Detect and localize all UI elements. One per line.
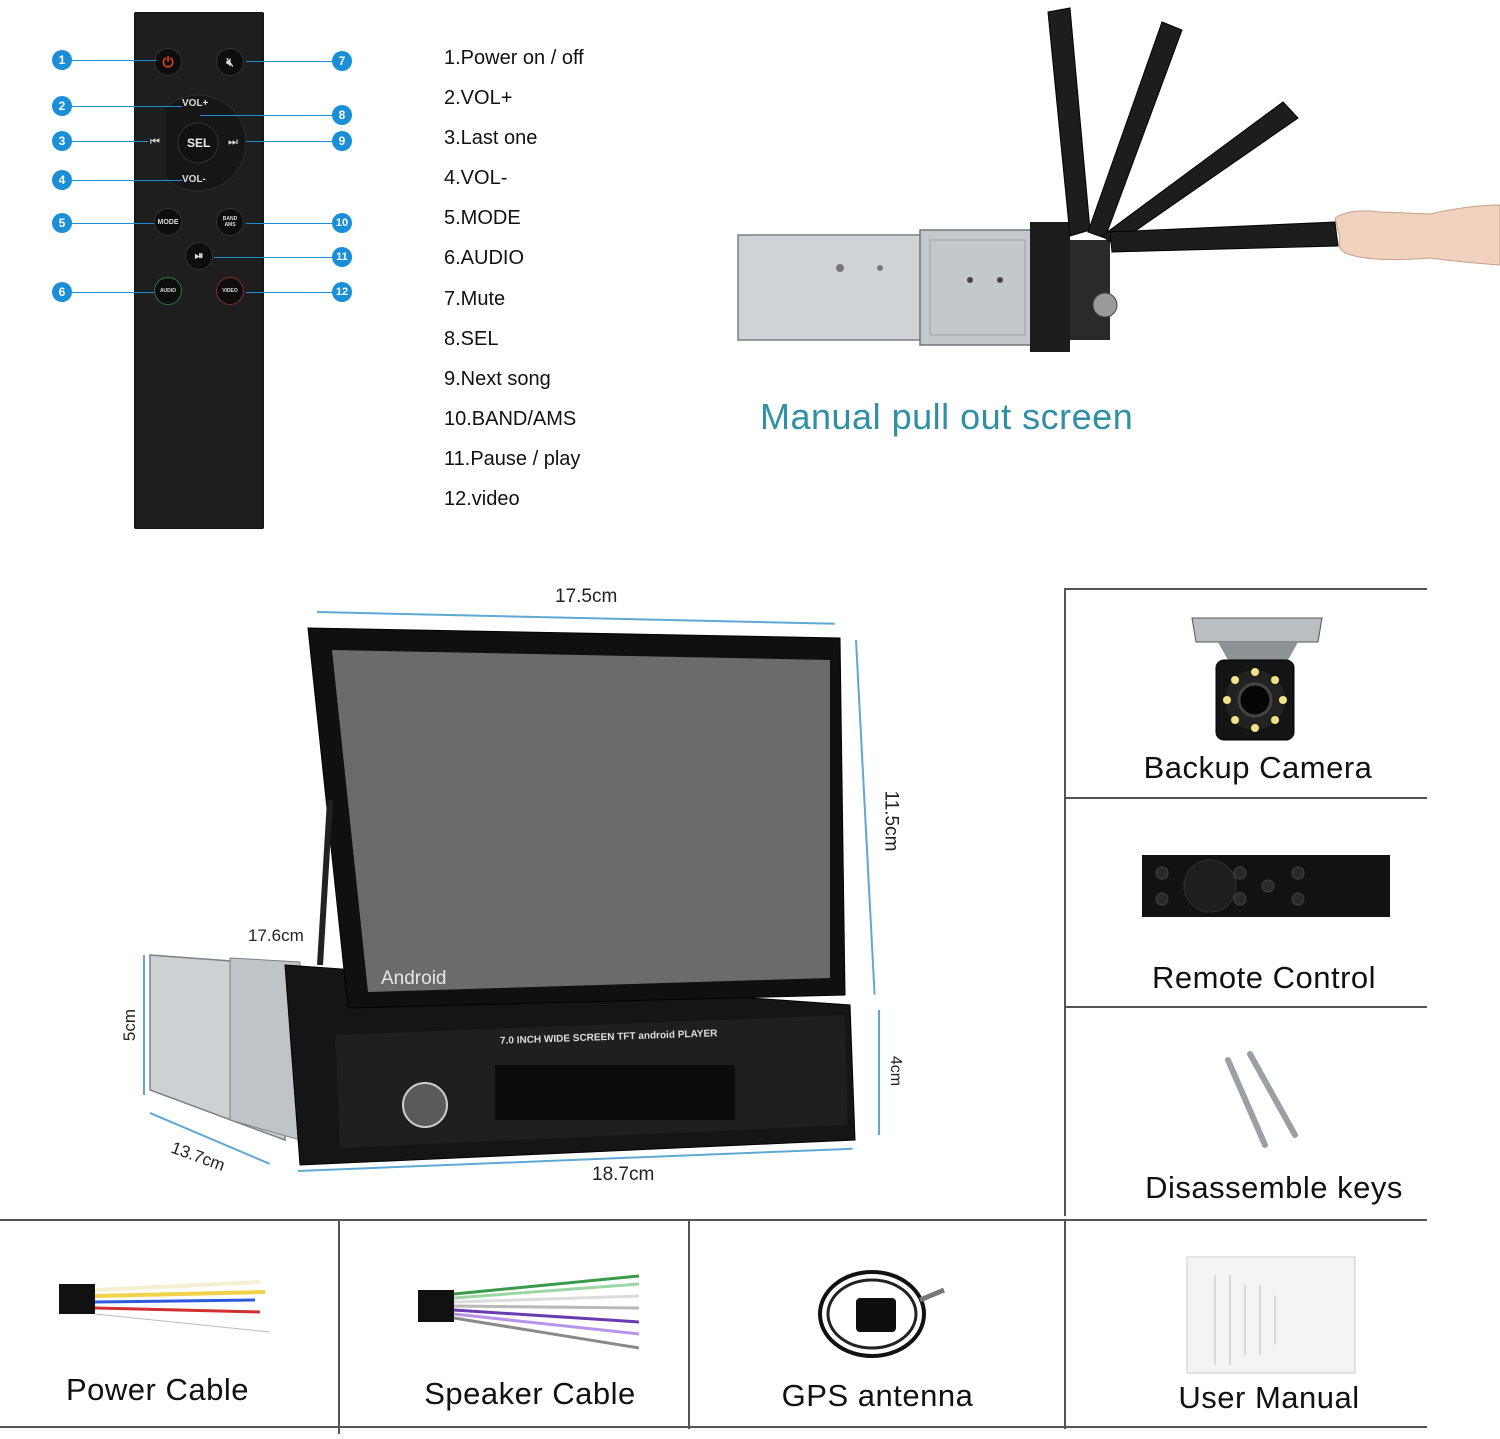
callout-line — [72, 292, 154, 293]
callout-line — [246, 61, 332, 62]
dimension-side-height: 5cm — [120, 1008, 140, 1042]
head-unit-illustration — [149, 627, 856, 1166]
dimension-top-width: 17.5cm — [555, 586, 618, 607]
dpad — [149, 93, 296, 209]
caption-remote-control: Remote Control — [1151, 960, 1377, 995]
dpad-ring — [149, 94, 247, 192]
callout-4: 4 — [52, 170, 72, 190]
legend-item: 11.Pause / play — [444, 447, 581, 470]
callout-line — [72, 60, 157, 61]
callout-9: 9 — [332, 131, 352, 151]
power-button: ⏻ — [154, 48, 182, 76]
callout-1: 1 — [52, 50, 72, 70]
remote-control-image: ⏻ 🔇︎ VOL+ SEL VOL- ⏮ ⏭ MODE BAND AMS ⏯ A… — [134, 12, 264, 529]
callout-5: 5 — [52, 213, 72, 233]
caption-backup-camera: Backup Camera — [1143, 750, 1373, 785]
video-button: VIDEO — [216, 277, 244, 305]
remote-control-accessory-image — [1142, 855, 1390, 917]
legend-item: 3.Last one — [444, 127, 538, 150]
legend-item: 6.AUDIO — [444, 247, 525, 270]
legend-item: 4.VOL- — [444, 167, 508, 190]
sel-label: SEL — [187, 136, 211, 150]
legend-item: 8.SEL — [444, 327, 499, 350]
callout-7: 7 — [332, 51, 352, 71]
dimension-screen-height: 11.5cm — [880, 790, 902, 852]
callout-6: 6 — [52, 282, 72, 302]
legend-item: 12.video — [444, 488, 520, 511]
legend-item: 1.Power on / off — [444, 47, 584, 69]
dimension-depth-top: 17.6cm — [248, 926, 304, 945]
next-icon: ⏭ — [228, 136, 238, 148]
caption-user-manual: User Manual — [1178, 1380, 1360, 1415]
callout-line — [72, 106, 182, 107]
vol-plus-label: VOL+ — [182, 98, 209, 109]
callout-line — [72, 180, 182, 181]
gps-antenna-image — [818, 1270, 945, 1358]
divider — [1064, 1006, 1427, 1008]
screen-brand-label: Android — [381, 968, 447, 989]
callout-line — [72, 223, 154, 224]
legend-item: 9.Next song — [444, 367, 551, 390]
legend-item: 10.BAND/AMS — [444, 407, 577, 430]
pull-out-screen-illustration — [737, 7, 1500, 352]
band-ams-button: BAND AMS — [216, 208, 244, 236]
divider — [0, 1426, 1427, 1428]
dimension-front-width: 18.7cm — [592, 1164, 655, 1185]
callout-12: 12 — [332, 282, 352, 302]
dimension-line-front-height — [878, 1010, 880, 1135]
backup-camera-image — [1191, 617, 1323, 741]
caption-speaker-cable: Speaker Cable — [424, 1376, 636, 1411]
dimension-front-height: 4cm — [887, 1055, 905, 1087]
disassemble-keys-image — [1225, 1051, 1298, 1148]
callout-11: 11 — [332, 247, 352, 267]
callout-line — [246, 141, 332, 142]
callout-line — [72, 141, 148, 142]
caption-disassemble-keys: Disassemble keys — [1145, 1170, 1403, 1205]
button-legend: 1.Power on / off 2.VOL+ 3.Last one 4.VOL… — [444, 38, 584, 519]
pull-out-title: Manual pull out screen — [760, 396, 1134, 437]
legend-item: 7.Mute — [444, 287, 506, 310]
mute-button: 🔇︎ — [216, 48, 244, 76]
mode-button: MODE — [154, 208, 182, 236]
vol-minus-label: VOL- — [182, 174, 206, 185]
user-manual-image — [1186, 1256, 1356, 1374]
divider — [1064, 588, 1427, 590]
callout-8: 8 — [332, 105, 352, 125]
caption-gps-antenna: GPS antenna — [781, 1378, 974, 1413]
callout-3: 3 — [52, 131, 72, 151]
dimension-line-side-height — [143, 955, 145, 1095]
divider — [1064, 588, 1066, 1216]
callout-line — [200, 115, 332, 116]
divider — [338, 1219, 340, 1434]
divider — [1064, 1219, 1066, 1429]
previous-icon: ⏮ — [150, 136, 160, 148]
caption-power-cable: Power Cable — [66, 1372, 249, 1407]
callout-line — [214, 257, 332, 258]
power-cable-image — [59, 1280, 271, 1333]
audio-button: AUDIO — [154, 277, 182, 305]
play-pause-button: ⏯ — [185, 242, 213, 270]
divider — [688, 1219, 690, 1429]
divider — [0, 1219, 1427, 1221]
divider — [1064, 797, 1427, 799]
speaker-cable-image — [418, 1274, 640, 1350]
callout-line — [246, 292, 332, 293]
callout-line — [246, 223, 332, 224]
legend-item: 2.VOL+ — [444, 87, 513, 110]
legend-item: 5.MODE — [444, 207, 521, 230]
callout-10: 10 — [332, 213, 352, 233]
callout-2: 2 — [52, 96, 72, 116]
